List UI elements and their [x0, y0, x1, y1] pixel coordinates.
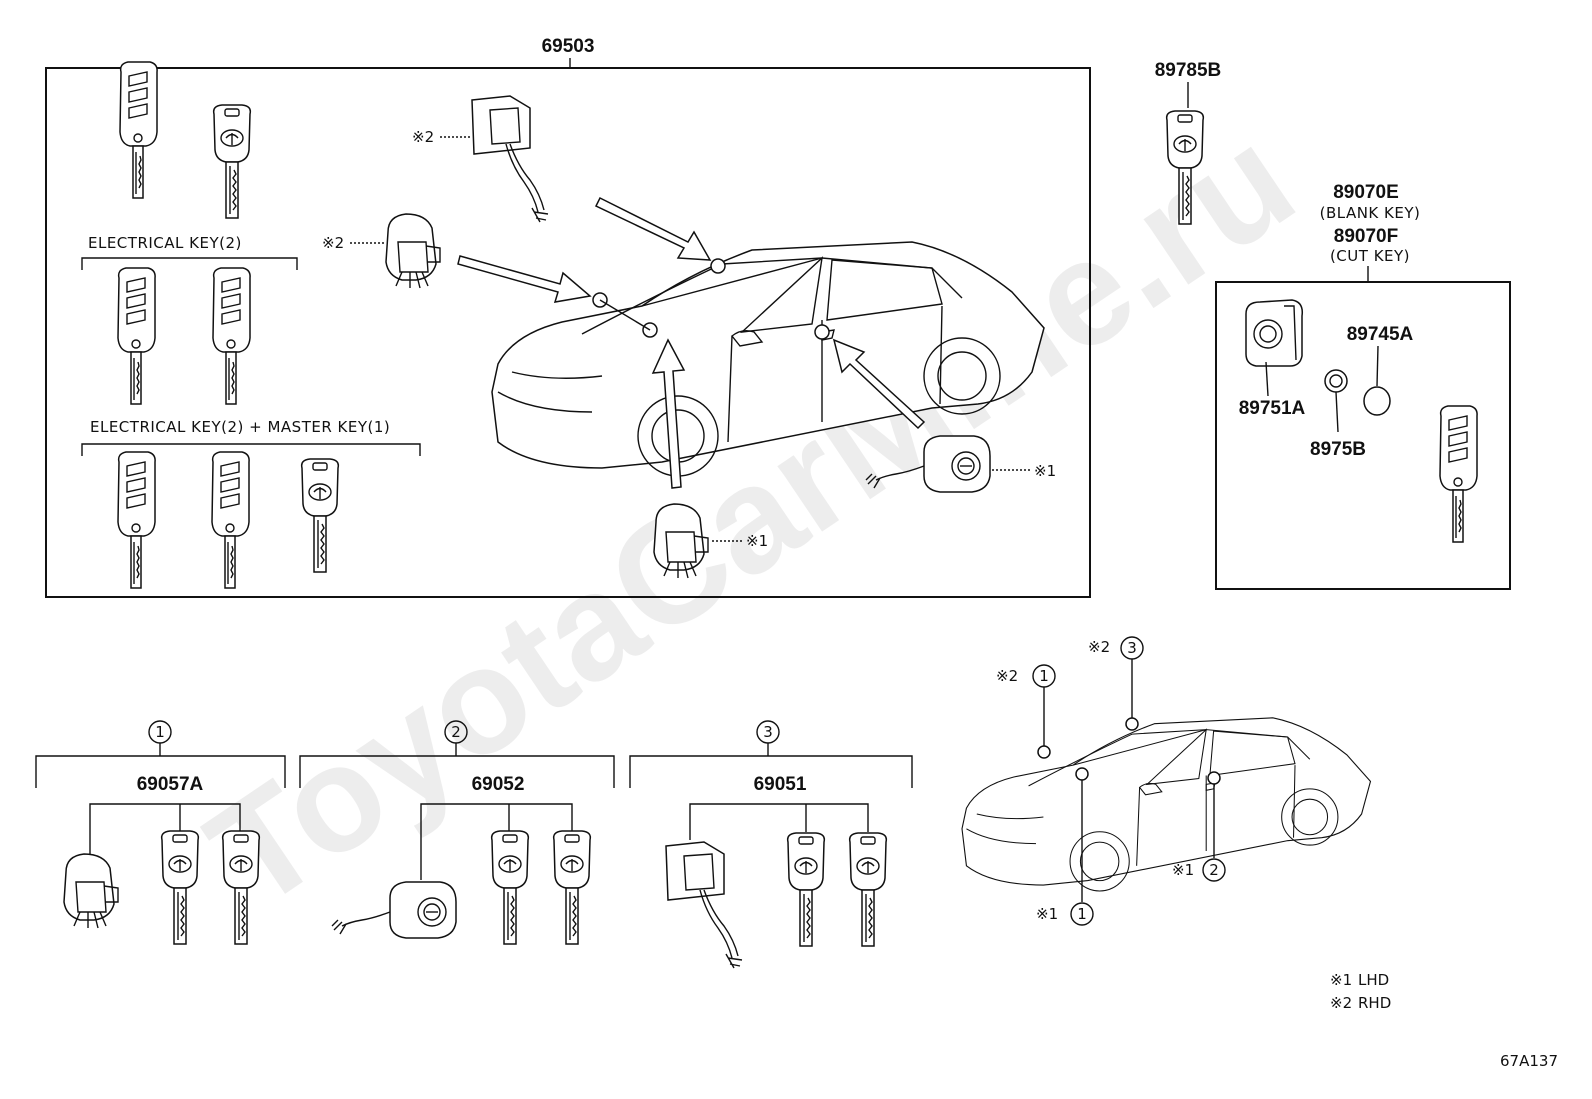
locator-index: 1 [1039, 667, 1049, 685]
lock-point [710, 258, 726, 274]
master-key-icon [786, 832, 826, 947]
group-index: 3 [763, 723, 773, 741]
bracket [81, 443, 421, 456]
legend-mark: ※1 [1330, 971, 1352, 989]
blank-key-caption: (BLANK KEY) [1320, 204, 1421, 222]
group-part-no[interactable]: 69051 [754, 774, 807, 795]
electrical-master-label: ELECTRICAL KEY(2) + MASTER KEY(1) [90, 418, 390, 436]
remote-key-icon [119, 61, 158, 199]
lock-cylinder-icon [63, 853, 119, 929]
ignition-switch-icon [665, 841, 743, 969]
rhd-note: ※2 [412, 128, 434, 146]
main-assembly: 69503 ELECTRICAL KEY(2) ELECTRICAL KEY(2… [45, 36, 1091, 598]
electrical-key-2-label: ELECTRICAL KEY(2) [88, 234, 242, 252]
legend-text: LHD [1358, 971, 1389, 989]
arrow-icon [457, 196, 926, 489]
ignition-switch-icon [471, 95, 549, 223]
main-assembly-part-no[interactable]: 69503 [542, 36, 595, 57]
main-assembly-frame [45, 67, 1091, 598]
master-key-icon [300, 458, 340, 573]
legend: ※1 LHD ※2 RHD [1330, 971, 1391, 1012]
key-case-icon [1245, 299, 1304, 367]
battery-cover-icon [1363, 386, 1391, 416]
rhd-note: ※2 [322, 234, 344, 252]
master-key-icon [160, 830, 200, 945]
transmitter-assembly: 89070E (BLANK KEY) 89070F (CUT KEY) 8975… [1215, 182, 1511, 590]
locator-index: 1 [1077, 905, 1087, 923]
locator-index: 2 [1209, 861, 1219, 879]
group-part-no[interactable]: 69052 [472, 774, 525, 795]
lhd-note: ※1 [746, 532, 768, 550]
lock-cylinder-icon [385, 213, 441, 289]
master-key-icon [490, 830, 530, 945]
battery-icon [1324, 369, 1348, 393]
cut-key-caption: (CUT KEY) [1330, 247, 1410, 265]
blank-key-part-no[interactable]: 89070E [1333, 182, 1399, 203]
group-3: 3 69051 [629, 720, 913, 969]
locator-note: ※2 [1088, 638, 1110, 656]
lhd-note: ※1 [1034, 462, 1056, 480]
locator: ※2 1 ※2 3 ※1 2 ※1 1 [961, 636, 1372, 926]
locator-note: ※1 [1036, 905, 1058, 923]
lock-point [814, 324, 830, 340]
key-part-no[interactable]: 89785B [1155, 60, 1222, 81]
cover-part-no[interactable]: 8975B [1310, 439, 1366, 460]
group-1: 1 69057A [35, 720, 286, 945]
key-89785b: 89785B [1155, 60, 1222, 225]
vehicle-icon [961, 717, 1372, 892]
case-part-no[interactable]: 89751A [1239, 398, 1306, 419]
cut-key-part-no[interactable]: 89070F [1334, 226, 1398, 247]
legend-mark: ※2 [1330, 994, 1352, 1012]
group-index: 1 [155, 723, 165, 741]
group-index: 2 [451, 723, 461, 741]
transmitter-frame [1215, 281, 1511, 590]
group-part-no[interactable]: 69057A [137, 774, 204, 795]
locator-note: ※2 [996, 667, 1018, 685]
locator-note: ※1 [1172, 861, 1194, 879]
legend-text: RHD [1358, 994, 1391, 1012]
remote-key-icon [212, 267, 251, 405]
locator-index: 3 [1127, 639, 1137, 657]
remote-key-icon [117, 267, 156, 405]
master-key-icon [848, 832, 888, 947]
diagram-code: 67A137 [1500, 1052, 1558, 1070]
master-key-icon [552, 830, 592, 945]
door-lock-icon [331, 881, 457, 939]
remote-key-icon [211, 451, 250, 589]
remote-key-icon [1439, 405, 1478, 543]
group-2: 2 69052 [299, 720, 615, 945]
remote-key-icon [117, 451, 156, 589]
master-key-icon [212, 104, 252, 219]
bracket [81, 257, 298, 270]
battery-part-no[interactable]: 89745A [1347, 324, 1414, 345]
